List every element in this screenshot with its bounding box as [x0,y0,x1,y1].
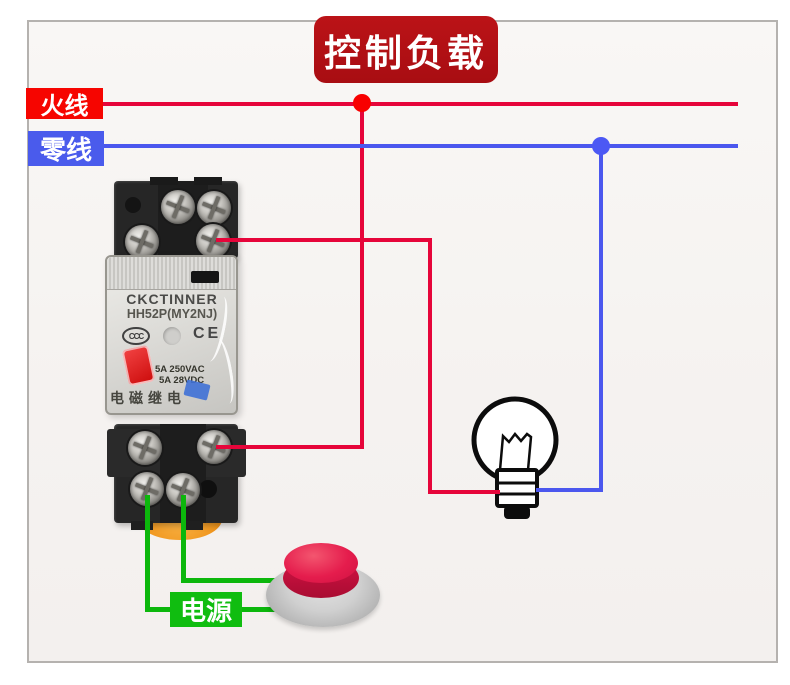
power-wire-left-v [145,495,150,612]
page-title: 控制负载 [324,32,488,74]
neutral-wire-drop [599,146,603,492]
relay-slot [191,271,219,283]
relay-socket-hole [125,197,141,213]
power-wire-to-button-bottom [240,607,276,612]
neutral-wire-main [104,144,738,148]
ce-mark-text: CE [193,325,222,342]
live-wire-to-relay [216,445,364,449]
neutral-wire-label-text: 零线 [39,135,92,165]
relay-output-wire-to-bulb [430,490,500,494]
neutral-junction-dot [592,137,610,155]
light-bulb-icon [471,396,559,519]
live-wire-drop [360,104,364,449]
power-wire-to-button-top [181,578,276,583]
relay-socket-foot [131,521,153,530]
ccc-certification-icon: CCC [122,327,150,345]
neutral-wire-to-bulb [536,488,602,492]
live-wire-label-text: 火线 [40,93,89,120]
push-button [284,543,358,583]
relay-socket-foot [181,521,203,530]
relay-type-text: 电磁继电 [110,390,186,406]
title-banner: 控制负载 [314,16,498,83]
relay-socket-tab [194,177,222,185]
live-junction-dot [353,94,371,112]
power-label-text: 电源 [179,596,232,626]
power-wire-right-v [181,495,186,583]
relay-output-wire-v [428,240,432,494]
relay-screw-terminal [197,191,231,225]
relay-socket-hole [199,480,217,498]
live-wire-main [103,102,738,106]
relay-output-wire-h [216,238,432,242]
relay-model-text: HH52P(MY2NJ) [126,307,218,321]
power-wire-left-h [145,607,172,612]
relay-brand-text: CKCTINNER [126,291,218,307]
relay-vent-circle [163,327,181,345]
relay-screw-terminal [125,225,159,259]
power-label: 电源 [170,592,242,627]
relay-screw-terminal [161,190,195,224]
relay-rating-line2: 5A 28VDC [159,375,205,386]
live-wire-label: 火线 [26,88,103,120]
neutral-wire-label: 零线 [28,131,104,166]
relay-rating-line1: 5A 250VAC [155,364,205,375]
relay-socket-tab [150,177,178,185]
relay-screw-terminal [128,431,162,465]
